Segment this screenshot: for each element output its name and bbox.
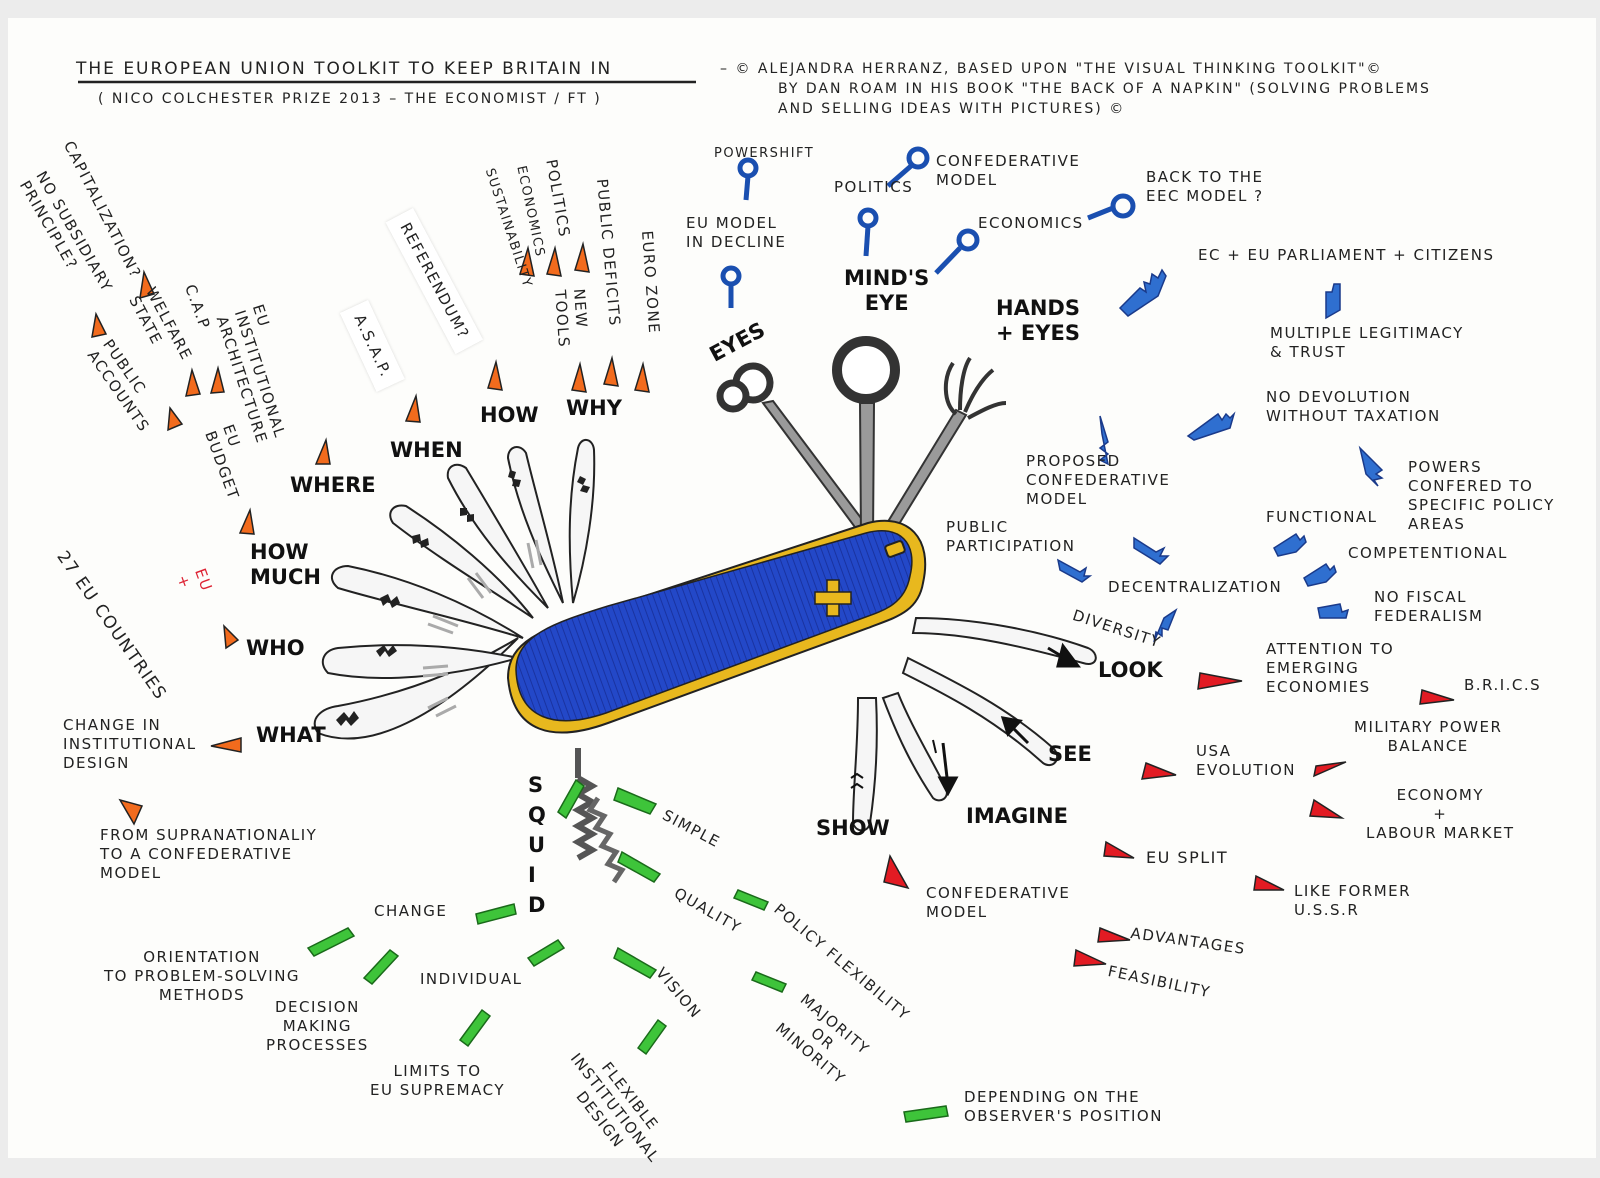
knife-body: [506, 519, 927, 734]
blade-shading: [422, 539, 543, 718]
label-competential: COMPETENTIONAL: [1348, 544, 1508, 562]
corkscrew-2: [586, 796, 626, 884]
key-minds-eye: MIND'S EYE: [844, 266, 930, 315]
label-economics: ECONOMICS: [978, 214, 1084, 232]
key-why: WHY: [566, 396, 622, 420]
key-hands-eyes: HANDS + EYES: [996, 296, 1080, 345]
label-powershift: POWERSHIFT: [714, 146, 815, 161]
label-ussr: LIKE FORMER U.S.S.R: [1294, 882, 1412, 919]
label-powers: POWERS CONFERED TO SPECIFIC POLICY AREAS: [1408, 458, 1555, 533]
label-politics: POLITICS: [834, 178, 914, 196]
key-squid: SQUID: [528, 773, 546, 917]
label-orientation: ORIENTATION TO PROBLEM-SOLVING METHODS: [104, 948, 301, 1004]
label-economy: ECONOMY + LABOUR MARKET: [1366, 786, 1515, 842]
key-how: HOW: [480, 403, 539, 427]
arrow-glyphs: [850, 642, 1081, 797]
key-see: SEE: [1048, 742, 1092, 766]
orange-tags: [91, 241, 650, 826]
label-change: CHANGE: [374, 902, 448, 920]
label-functional: FUNCTIONAL: [1266, 508, 1378, 526]
label-proposed-model: PROPOSED CONFEDERATIVE MODEL: [1026, 452, 1171, 508]
label-ec-parliament: EC + EU PARLIAMENT + CITIZENS: [1198, 246, 1495, 264]
key-look: LOOK: [1098, 658, 1163, 682]
subtitle: ( NICO COLCHESTER PRIZE 2013 – THE ECONO…: [98, 91, 602, 107]
credit-line-2: BY DAN ROAM IN HIS BOOK "THE BACK OF A N…: [778, 81, 1431, 97]
blade-w-marks: [336, 470, 590, 726]
hands-eyes-tool: [876, 356, 1007, 544]
page-title: THE EUROPEAN UNION TOOLKIT TO KEEP BRITA…: [76, 59, 613, 79]
green-tags: [306, 778, 949, 1123]
key-who: WHO: [246, 636, 305, 660]
key-when: WHEN: [390, 438, 463, 462]
squid-corkscrew: [571, 748, 599, 861]
label-legitimacy: MULTIPLE LEGITIMACY & TRUST: [1270, 324, 1464, 361]
label-devolution: NO DEVOLUTION WITHOUT TAXATION: [1266, 388, 1441, 425]
red-tags: [883, 672, 1455, 967]
label-confed-model-2: CONFEDERATIVE MODEL: [926, 884, 1071, 921]
label-eec: BACK TO THE EEC MODEL ?: [1146, 168, 1264, 205]
label-usa-evolution: USA EVOLUTION: [1196, 742, 1296, 779]
label-eu-split: EU SPLIT: [1146, 848, 1229, 867]
paper-sheet: THE EUROPEAN UNION TOOLKIT TO KEEP BRITA…: [8, 18, 1596, 1166]
label-confed-model: CONFEDERATIVE MODEL: [936, 152, 1081, 189]
label-supranational: FROM SUPRANATIONALIY TO A CONFEDERATIVE …: [100, 826, 318, 882]
key-what: WHAT: [256, 723, 326, 747]
eyes-tool: [716, 362, 878, 544]
blue-key-icons: [720, 146, 1136, 308]
label-attention: ATTENTION TO EMERGING ECONOMIES: [1266, 640, 1395, 696]
label-individual: INDIVIDUAL: [420, 970, 523, 988]
blue-hand-icons: [1056, 268, 1384, 643]
swiss-cross-icon: [814, 579, 852, 617]
label-change-design: CHANGE IN INSTITUTIONAL DESIGN: [63, 716, 197, 772]
label-limits: LIMITS TO EU SUPREMACY: [370, 1062, 505, 1099]
label-military: MILITARY POWER BALANCE: [1354, 718, 1503, 755]
credit-line-3: AND SELLING IDEAS WITH PICTURES) ©: [778, 101, 1126, 117]
label-public-participation: PUBLIC PARTICIPATION: [946, 518, 1076, 555]
label-new-tools: NEW TOOLS: [551, 288, 591, 349]
label-depending: DEPENDING ON THE OBSERVER'S POSITION: [964, 1088, 1163, 1125]
key-how-much: HOW MUCH: [250, 540, 321, 589]
label-eu-decline: EU MODEL IN DECLINE: [686, 214, 787, 251]
right-blades: [851, 616, 1097, 832]
label-brics: B.R.I.C.S: [1464, 676, 1542, 694]
left-blades: [313, 439, 596, 740]
label-decision: DECISION MAKING PROCESSES: [266, 998, 369, 1054]
key-show: SHOW: [816, 816, 890, 840]
key-imagine: IMAGINE: [966, 804, 1068, 828]
toolkit-drawing: [78, 80, 1455, 1123]
label-decentralization: DECENTRALIZATION: [1108, 578, 1283, 596]
credit-line-1: – © ALEJANDRA HERRANZ, BASED UPON "THE V…: [720, 61, 1383, 77]
key-where: WHERE: [290, 473, 376, 497]
label-no-fiscal: NO FISCAL FEDERALISM: [1374, 588, 1484, 625]
